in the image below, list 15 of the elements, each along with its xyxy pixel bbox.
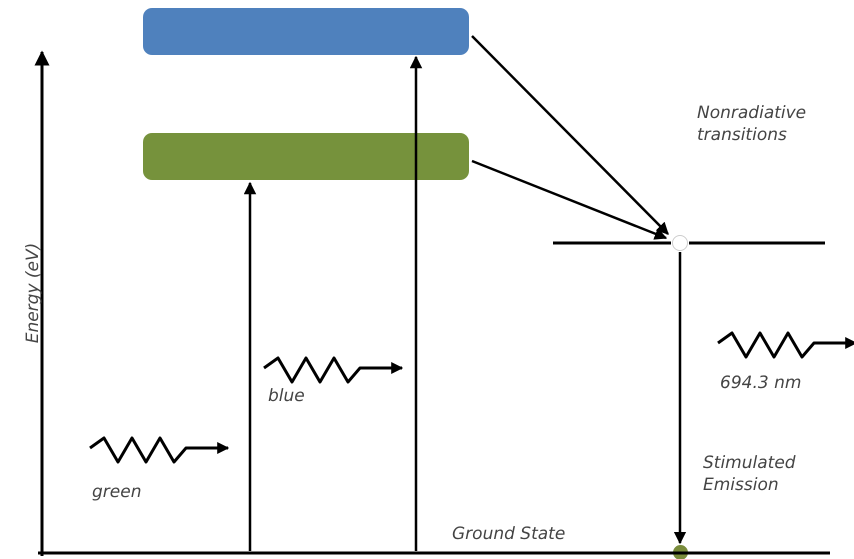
energy-band [143, 133, 469, 180]
energy-band [143, 8, 469, 55]
arrow [244, 182, 256, 551]
edge-label: Stimulated Emission [703, 452, 797, 496]
annotation-text: Ground State [452, 523, 566, 545]
arrow [472, 160, 668, 240]
annotation-text: 694.3 nm [720, 372, 802, 394]
axis-label: Energy (eV) [22, 242, 44, 346]
arrow [410, 56, 422, 551]
annotation-text: Nonradiative transitions [697, 102, 808, 146]
annotation-text: blue [268, 385, 306, 407]
annotation-text: green [92, 481, 142, 503]
level-marker [672, 235, 688, 251]
arrow [674, 252, 686, 544]
arrow [471, 35, 669, 235]
